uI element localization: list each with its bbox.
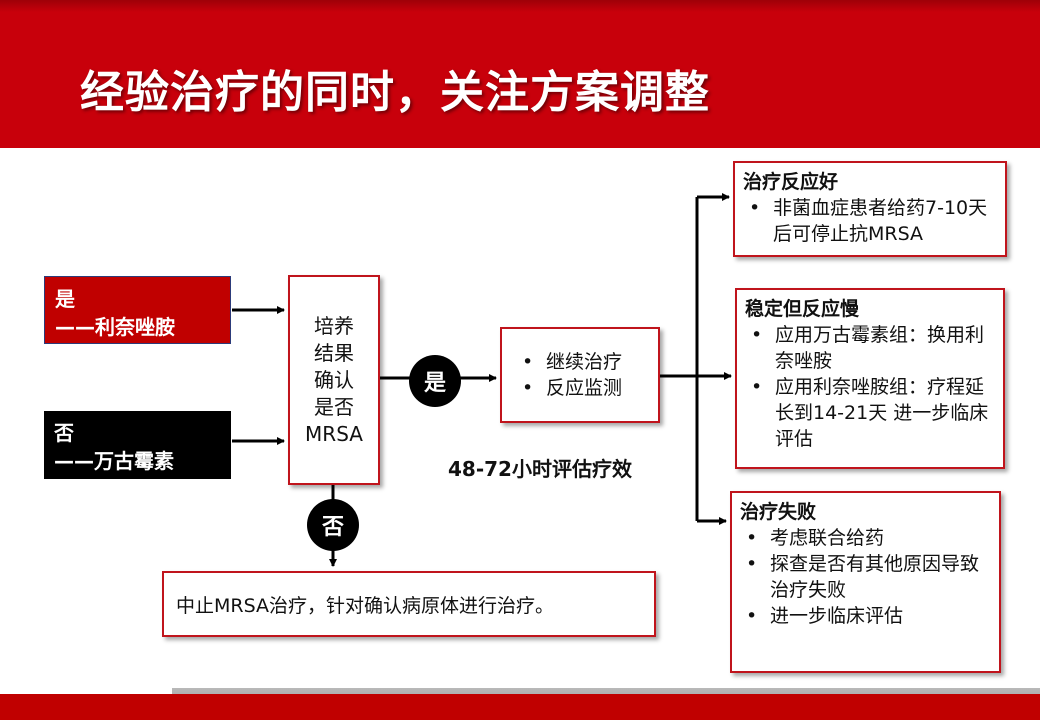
list-item: 应用利奈唑胺组：疗程延长到14-21天 进一步临床评估 [745, 374, 995, 452]
stop-mrsa-box: 中止MRSA治疗，针对确认病原体进行治疗。 [162, 571, 656, 637]
list-item: 进一步临床评估 [740, 603, 991, 629]
decision-yes-circle: 是 [409, 355, 461, 407]
yes-linezolid-box: 是 ——利奈唑胺 [44, 276, 231, 344]
culture-line: 确认 [314, 367, 354, 392]
culture-line: 是否 [314, 394, 354, 419]
decision-no-circle: 否 [307, 499, 359, 551]
footer-bar [0, 694, 1040, 720]
list-item: 考虑联合给药 [740, 525, 991, 551]
stop-text: 中止MRSA治疗，针对确认病原体进行治疗。 [176, 594, 555, 617]
slow-response-title: 稳定但反应慢 [745, 298, 860, 320]
list-item: 应用万古霉素组：换用利奈唑胺 [745, 322, 995, 374]
yes-drug: ——利奈唑胺 [55, 315, 175, 339]
good-response-box: 治疗反应好 非菌血症患者给药7-10天后可停止抗MRSA [733, 161, 1007, 257]
treatment-failure-box: 治疗失败 考虑联合给药 探查是否有其他原因导致治疗失败 进一步临床评估 [730, 491, 1001, 673]
culture-line: MRSA [305, 421, 363, 446]
evaluation-label: 48-72小时评估疗效 [448, 457, 632, 481]
no-drug: ——万古霉素 [54, 449, 174, 473]
culture-line: 结果 [314, 340, 354, 365]
slow-response-box: 稳定但反应慢 应用万古霉素组：换用利奈唑胺 应用利奈唑胺组：疗程延长到14-21… [735, 288, 1005, 469]
failure-title: 治疗失败 [740, 501, 817, 523]
continue-list: 继续治疗 反应监测 [516, 349, 658, 401]
no-vancomycin-box: 否 ——万古霉素 [44, 411, 231, 479]
good-response-title: 治疗反应好 [743, 171, 839, 193]
page-title: 经验治疗的同时，关注方案调整 [80, 67, 710, 118]
list-item: 反应监测 [516, 375, 658, 401]
failure-list: 考虑联合给药 探查是否有其他原因导致治疗失败 进一步临床评估 [740, 525, 991, 629]
culture-line: 培养 [314, 313, 354, 338]
culture-result-box: 培养 结果 确认 是否 MRSA [288, 275, 380, 485]
no-label: 否 [54, 421, 74, 445]
header-shade [0, 0, 1040, 12]
yes-label: 是 [55, 287, 75, 311]
list-item: 非菌血症患者给药7-10天后可停止抗MRSA [743, 195, 997, 247]
good-response-list: 非菌血症患者给药7-10天后可停止抗MRSA [743, 195, 997, 247]
header-banner [0, 0, 1040, 148]
list-item: 继续治疗 [516, 349, 658, 375]
list-item: 探查是否有其他原因导致治疗失败 [740, 551, 991, 603]
slow-response-list: 应用万古霉素组：换用利奈唑胺 应用利奈唑胺组：疗程延长到14-21天 进一步临床… [745, 322, 995, 452]
continue-treatment-box: 继续治疗 反应监测 [500, 327, 660, 423]
